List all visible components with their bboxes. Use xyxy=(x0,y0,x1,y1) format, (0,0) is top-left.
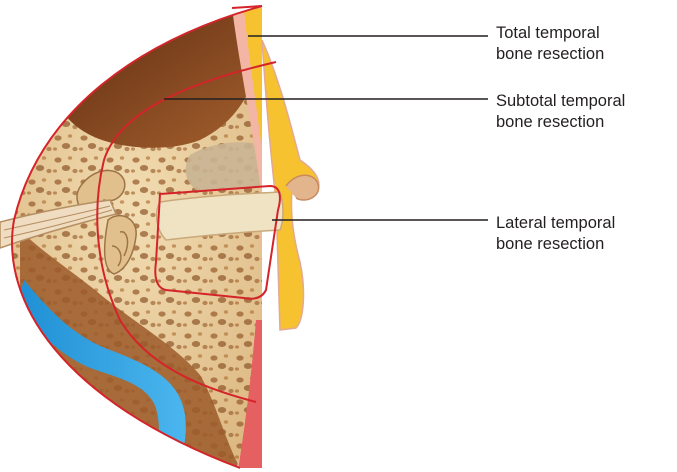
label-subtotal-temporal-bone-resection: Subtotal temporal bone resection xyxy=(496,91,674,133)
label-lateral-line2: bone resection xyxy=(496,234,674,255)
label-subtotal-line1: Subtotal temporal xyxy=(496,91,674,112)
label-lateral-line1: Lateral temporal xyxy=(496,213,674,234)
external-auditory-canal xyxy=(157,192,283,240)
label-lateral-temporal-bone-resection: Lateral temporal bone resection xyxy=(496,213,674,255)
label-total-temporal-bone-resection: Total temporal bone resection xyxy=(496,23,674,65)
label-total-line1: Total temporal xyxy=(496,23,674,44)
label-total-line2: bone resection xyxy=(496,44,674,65)
label-subtotal-line2: bone resection xyxy=(496,112,674,133)
